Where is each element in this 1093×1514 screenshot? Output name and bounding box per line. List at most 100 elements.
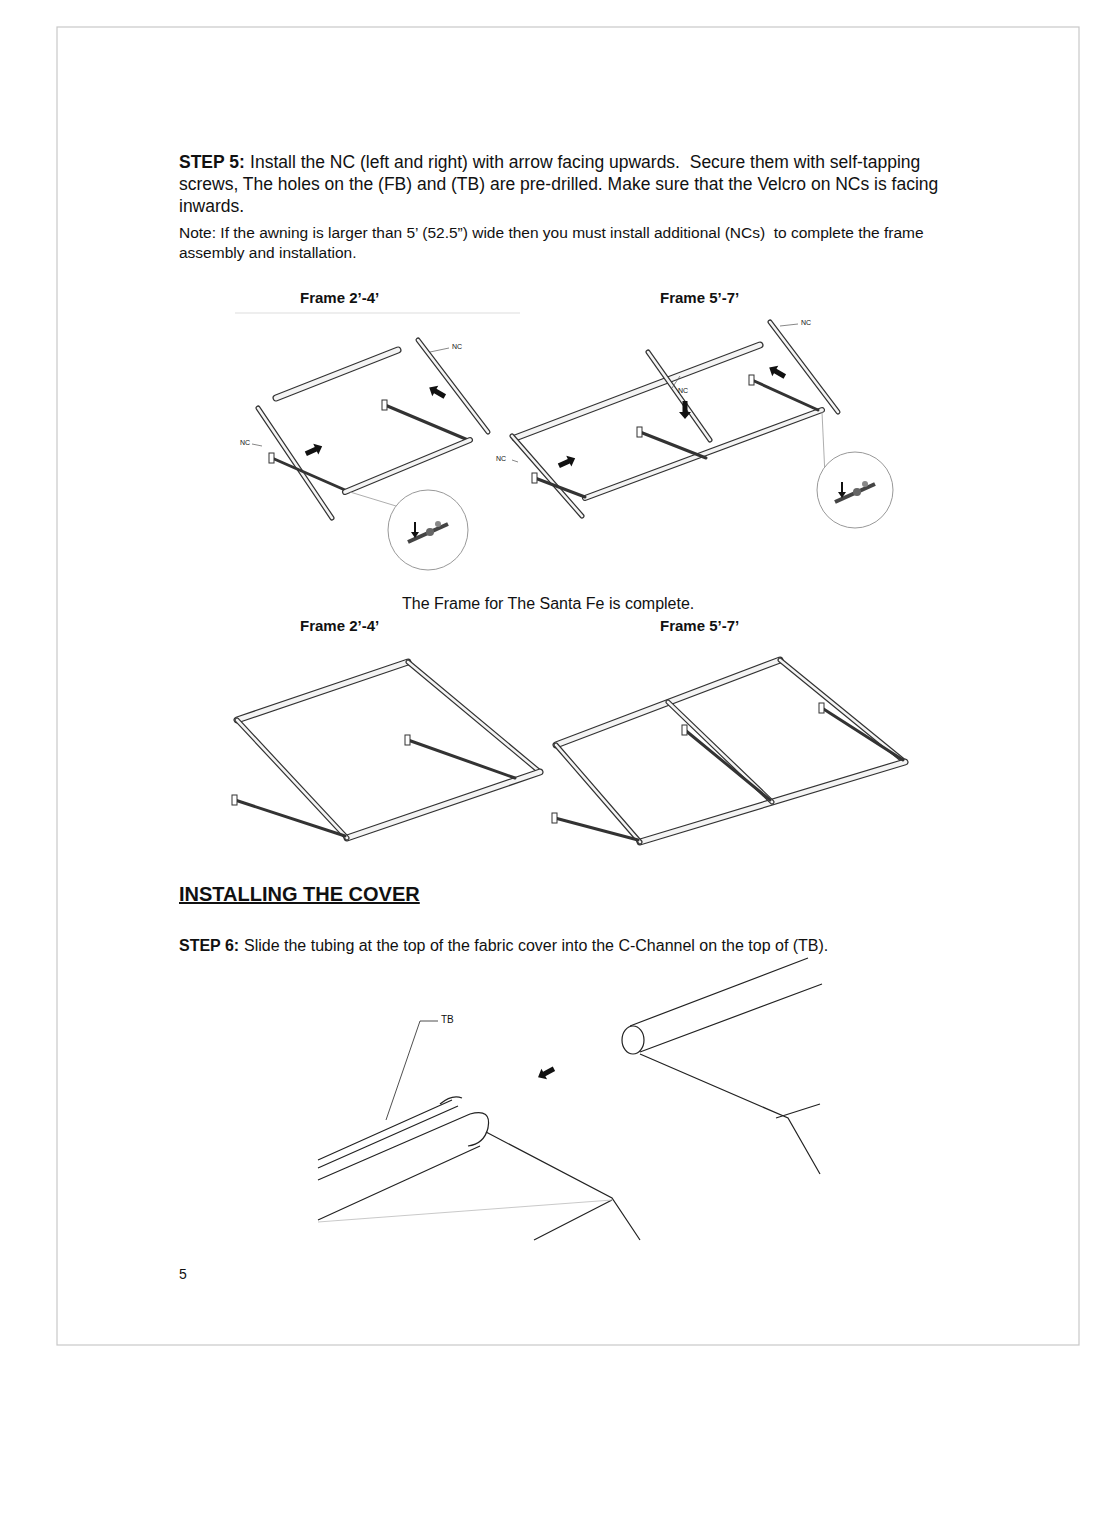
text-block: NC [496,455,506,464]
text-block: NC [452,343,462,352]
bar-fill [770,322,838,412]
leader-line [780,324,798,326]
direction-arrow [556,453,577,471]
callout-line [350,492,396,506]
part-label: NC [678,387,688,394]
callout-circle [388,490,468,570]
instruction-text: Slide the tubing at the top of the fabri… [244,937,828,954]
text-block: NC [240,439,250,448]
bar-fill [237,720,347,838]
bar-outline [276,350,398,398]
wall-bracket [637,427,642,437]
direction-arrow [679,401,691,419]
tube-end [468,1113,489,1146]
page-border [57,27,1079,1345]
wall-bracket [749,375,754,385]
part-label: NC [496,455,506,462]
instruction-text: Install the NC (left and right) with arr… [179,152,943,216]
part-label: NC [801,319,811,326]
text-block: 5 [179,1266,187,1284]
direction-arrow [303,441,324,459]
leader-line [672,376,680,388]
direction-arrow [426,382,448,401]
wall-bracket [682,725,687,735]
leader-line [430,348,449,352]
text-block: INSTALLING THE COVER [179,882,420,907]
bar-outline [515,345,760,438]
direction-arrow [535,1063,557,1082]
frame-heading: Frame 2’-4’ [300,617,379,634]
bar-fill [408,662,540,772]
frame-heading: Frame 2’-4’ [300,289,379,306]
text-block: NC [801,319,811,328]
part-label: NC [240,439,250,446]
bar-outline [770,322,838,412]
bar-outline [237,720,347,838]
wall-bracket [552,813,557,823]
bar-fill [276,350,398,398]
fabric [486,1132,640,1240]
bar-outline [408,740,515,778]
direction-arrow [766,362,788,381]
bar-outline [385,405,468,440]
bar-outline [512,436,582,516]
wall-bracket [382,400,387,410]
screw [853,488,861,496]
bar-outline [418,340,488,432]
bar-fill [780,660,905,762]
bar-outline [535,478,585,497]
frame-bars [232,322,905,842]
bar-outline [648,352,710,440]
bar-outline [668,702,772,802]
text-block: Frame 2’-4’ [300,616,379,635]
screw [426,528,434,536]
text-block: Frame 5’-7’ [660,288,739,307]
bar-fill [237,662,408,720]
bar-outline [408,662,540,772]
bar-fill [418,340,488,432]
step-label: STEP 6: [179,937,239,954]
text-block: Note: If the awning is larger than 5’ (5… [179,223,969,262]
fabric-tube [630,958,822,1174]
part-label: TB [441,1014,454,1025]
rule-line [235,313,520,314]
wall-bracket [532,473,537,483]
cover-illustration [318,958,822,1240]
c-channel-lip [440,1097,462,1104]
bar-fill [347,772,540,838]
part-label: NC [452,343,462,350]
bar-outline [556,745,640,842]
bar-outline [347,772,540,838]
tube-end [622,1026,644,1054]
leader-line [252,444,262,446]
bar-fill [258,408,332,518]
bar-outline [685,730,770,800]
callout-line [822,412,825,467]
bar-fill [668,702,772,802]
bar-fill [345,440,470,492]
bar-fill [515,345,760,438]
fabric-edge [318,1200,612,1222]
screw [435,521,441,527]
bar-fill [556,745,640,842]
bar-outline [272,458,345,490]
text-block: Frame 5’-7’ [660,616,739,635]
arrow-symbol [411,522,419,538]
wall-bracket [819,703,824,713]
bar-outline [752,380,818,410]
bar-outline [555,818,638,840]
bar-outline [258,408,332,518]
bar-outline [780,660,905,762]
bar-fill [648,352,710,440]
detail-callout [817,412,893,528]
bar-outline [235,800,345,836]
c-channel [318,1100,480,1220]
bar-outline [585,410,822,498]
text-block: The Frame for The Santa Fe is complete. [402,594,694,614]
leader-line [386,1021,438,1120]
leader-line [512,460,518,462]
wall-bracket [269,453,274,463]
frame-heading: Frame 5’-7’ [660,289,739,306]
text-block: NC [678,387,688,396]
